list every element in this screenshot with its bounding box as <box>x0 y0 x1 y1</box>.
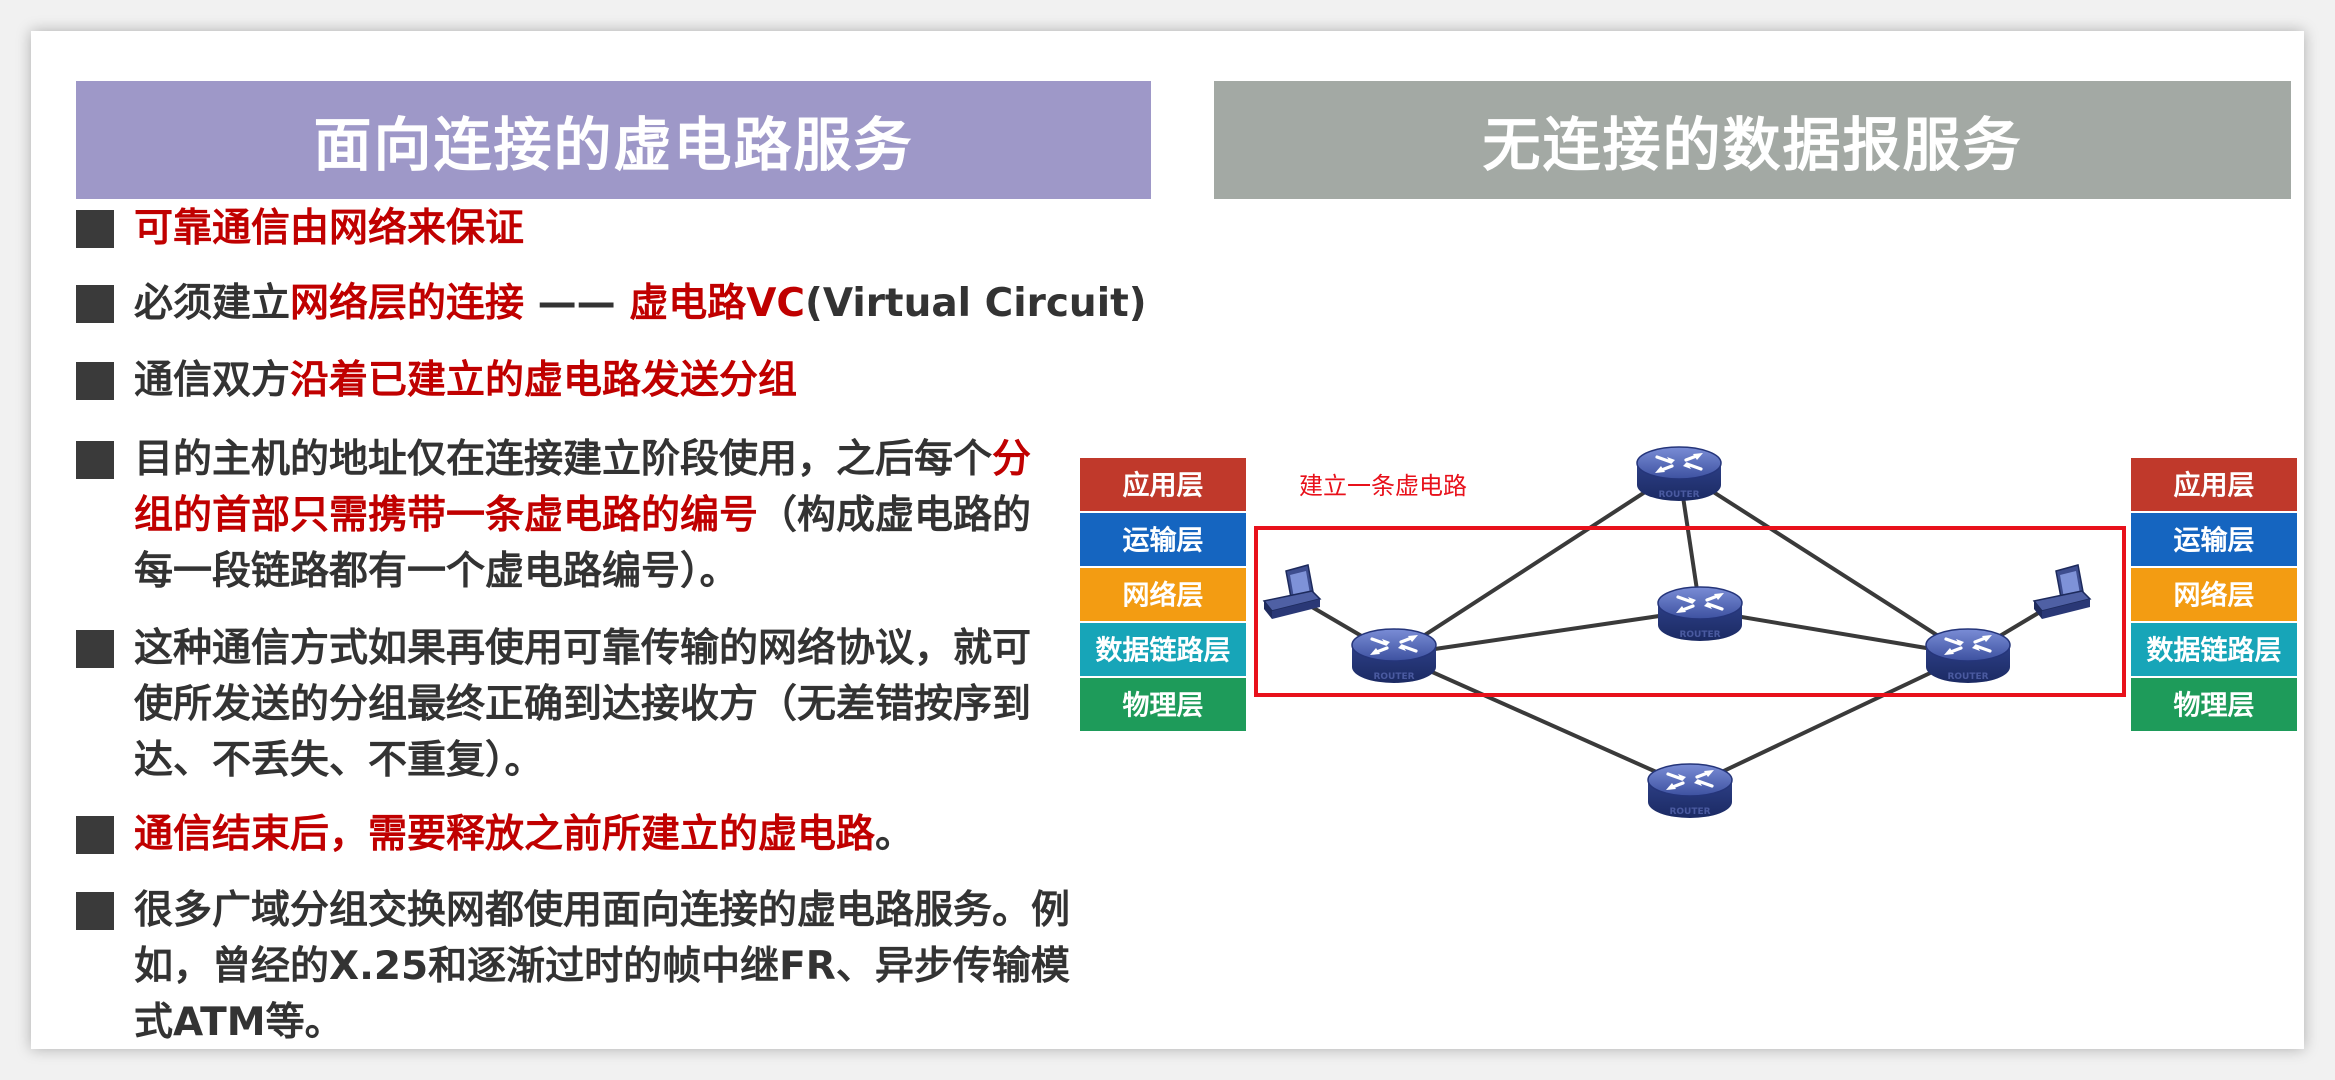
bullet-item: 通信双方沿着已建立的虚电路发送分组 <box>76 353 1156 409</box>
bullet-item: 可靠通信由网络来保证 <box>76 201 1156 257</box>
bullet-item: 这种通信方式如果再使用可靠传输的网络协议，就可使所发送的分组最终正确到达接收方（… <box>76 621 1066 789</box>
highlighted-text: 虚电路VC <box>629 281 805 326</box>
body-text: 通信双方 <box>134 358 291 403</box>
bullet-text: 必须建立网络层的连接 —— 虚电路VC(Virtual Circuit) <box>134 276 1156 332</box>
bullet-item: 很多广域分组交换网都使用面向连接的虚电路服务。例如，曾经的X.25和逐渐过时的帧… <box>76 883 1076 1051</box>
highlighted-text: 网络层的连接 <box>290 281 525 326</box>
bullet-square-icon <box>76 816 114 854</box>
body-text: （构成虚电路的每一段链路都有一个虚电路编号）。 <box>134 493 1032 594</box>
bullet-square-icon <box>76 285 114 323</box>
bullet-square-icon <box>76 210 114 248</box>
body-text: (Virtual Circuit) <box>805 281 1147 326</box>
slide: 面向连接的虚电路服务 无连接的数据报服务 可靠通信由网络来保证 必须建立网络层的… <box>31 31 2304 1049</box>
bullet-square-icon <box>76 630 114 668</box>
bullet-text: 通信结束后，需要释放之前所建立的虚电路。 <box>134 807 1156 863</box>
bullet-item: 通信结束后，需要释放之前所建立的虚电路。 <box>76 807 1156 863</box>
bullet-text: 通信双方沿着已建立的虚电路发送分组 <box>134 353 1156 409</box>
body-text: 很多广域分组交换网都使用面向连接的虚电路服务。例如，曾经的X.25和逐渐过时的帧… <box>134 888 1071 1045</box>
bullet-text: 可靠通信由网络来保证 <box>134 201 1156 257</box>
highlighted-text: 通信结束后，需要释放之前所建立的虚电路 <box>134 812 876 857</box>
bullet-square-icon <box>76 441 114 479</box>
bullet-text: 很多广域分组交换网都使用面向连接的虚电路服务。例如，曾经的X.25和逐渐过时的帧… <box>134 883 1076 1051</box>
bullet-square-icon <box>76 362 114 400</box>
bullet-square-icon <box>76 892 114 930</box>
highlighted-text: 可靠通信由网络来保证 <box>134 206 525 251</box>
highlighted-text: 沿着已建立的虚电路发送分组 <box>290 358 798 403</box>
body-text: 。 <box>875 812 915 857</box>
body-text: 必须建立 <box>134 281 291 326</box>
bullet-text: 目的主机的地址仅在连接建立阶段使用，之后每个分组的首部只需携带一条虚电路的编号（… <box>134 432 1066 600</box>
highlighted-text: 分组的首部只需携带一条虚电路的编号 <box>134 437 1032 538</box>
bullet-item: 必须建立网络层的连接 —— 虚电路VC(Virtual Circuit) <box>76 276 1156 332</box>
body-text: 这种通信方式如果再使用可靠传输的网络协议，就可使所发送的分组最终正确到达接收方（… <box>134 626 1032 783</box>
body-text: —— <box>524 281 630 326</box>
body-text: 目的主机的地址仅在连接建立阶段使用，之后每个 <box>134 437 993 482</box>
bullet-item: 目的主机的地址仅在连接建立阶段使用，之后每个分组的首部只需携带一条虚电路的编号（… <box>76 432 1066 600</box>
datagram-title: 无连接的数据报服务 <box>1214 81 2291 199</box>
virtual-circuit-title: 面向连接的虚电路服务 <box>76 81 1151 199</box>
bullet-text: 这种通信方式如果再使用可靠传输的网络协议，就可使所发送的分组最终正确到达接收方（… <box>134 621 1066 789</box>
